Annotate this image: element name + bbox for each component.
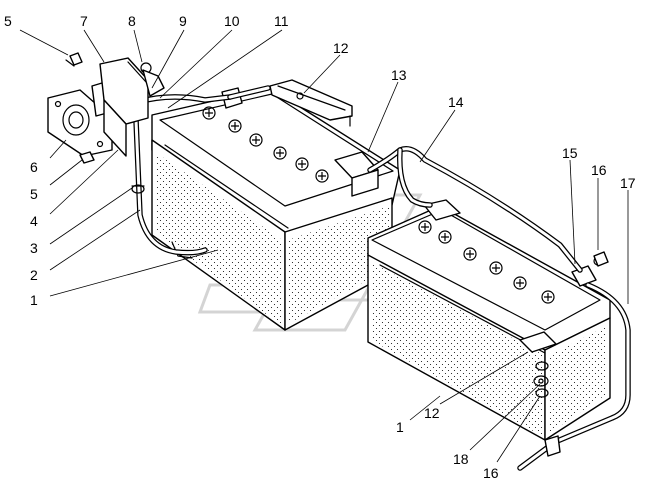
right-battery-bolt-washers bbox=[533, 361, 549, 398]
callout-8: 8 bbox=[128, 13, 136, 29]
frame-bracket bbox=[269, 79, 353, 127]
callout-5-top: 5 bbox=[4, 13, 12, 29]
callout-9: 9 bbox=[179, 13, 187, 29]
callout-7: 7 bbox=[80, 13, 88, 29]
right-battery-filler-caps bbox=[418, 220, 555, 304]
leader-lines bbox=[19, 29, 629, 463]
battery-switch-assembly bbox=[47, 52, 165, 194]
callout-18: 18 bbox=[453, 451, 469, 467]
terminal-bolts bbox=[544, 251, 609, 457]
callout-12-bottom: 12 bbox=[424, 405, 440, 421]
callout-1-left: 1 bbox=[30, 292, 38, 308]
callout-5-left: 5 bbox=[30, 186, 38, 202]
left-battery bbox=[151, 87, 401, 331]
callout-10: 10 bbox=[224, 13, 240, 29]
callout-13: 13 bbox=[391, 67, 407, 83]
callout-17: 17 bbox=[620, 175, 636, 191]
callout-2: 2 bbox=[30, 267, 38, 283]
left-battery-filler-caps bbox=[202, 106, 329, 183]
callout-1-bottom: 1 bbox=[396, 419, 404, 435]
callout-6: 6 bbox=[30, 159, 38, 175]
callout-11: 11 bbox=[274, 13, 289, 29]
callout-12-top: 12 bbox=[333, 40, 349, 56]
callout-4: 4 bbox=[30, 213, 38, 229]
callout-3: 3 bbox=[30, 240, 38, 256]
right-battery bbox=[367, 199, 611, 441]
battery-cables bbox=[133, 85, 631, 471]
callout-15: 15 bbox=[562, 145, 578, 161]
callout-14: 14 bbox=[448, 94, 464, 110]
callout-16-top: 16 bbox=[591, 162, 607, 178]
callout-labels: 5 7 8 9 10 11 12 13 14 15 16 17 6 5 4 3 … bbox=[4, 13, 636, 481]
callout-16-bottom: 16 bbox=[483, 465, 499, 481]
